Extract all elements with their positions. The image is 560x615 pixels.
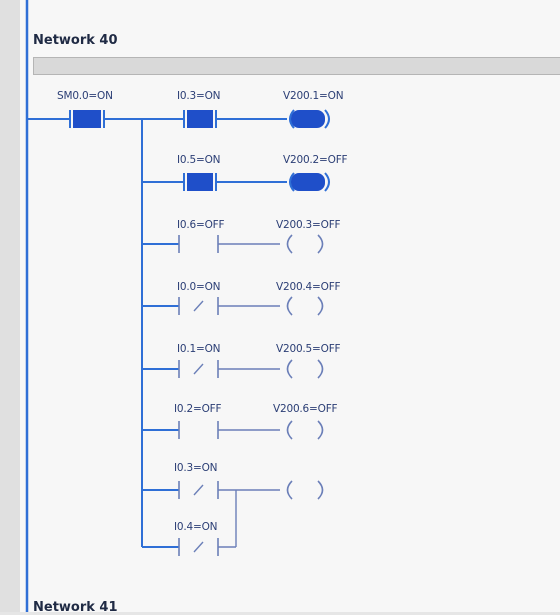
contact-label-i0-2: I0.2=OFF	[174, 403, 221, 415]
contact-i0-3-nc[interactable]: I0.3=ON	[142, 462, 280, 499]
coil-v200-4[interactable]: V200.5=OFF	[276, 343, 341, 379]
contact-label-i0-0: I0.0=ON	[177, 281, 220, 293]
contact-label-i0-6: I0.6=OFF	[177, 219, 224, 231]
editor-gutter	[0, 0, 20, 612]
contact-i0-3[interactable]: I0.3=ON	[142, 90, 287, 128]
coil-v200-5[interactable]: V200.6=OFF	[273, 403, 338, 440]
contact-i0-1[interactable]: I0.1=ON	[142, 343, 280, 378]
editor-canvas	[20, 0, 560, 612]
contact-i0-5[interactable]: I0.5=ON	[142, 154, 287, 191]
coil-label-v200-0: V200.1=ON	[283, 90, 343, 102]
contact-label-i0-1: I0.1=ON	[177, 343, 220, 355]
network-title[interactable]: Network 40	[33, 33, 118, 48]
next-network-title[interactable]: Network 41	[33, 600, 118, 615]
coil-v200-3[interactable]: V200.4=OFF	[276, 281, 341, 316]
coil-label-v200-4: V200.5=OFF	[276, 343, 341, 355]
contact-label-sm0-0: SM0.0=ON	[57, 90, 113, 102]
coil-label-v200-2: V200.3=OFF	[276, 219, 341, 231]
contact-i0-0[interactable]: I0.0=ON	[142, 281, 280, 315]
contact-label-i0-5: I0.5=ON	[177, 154, 220, 166]
contact-label-i0-3: I0.3=ON	[177, 90, 220, 102]
coil-label-v200-3: V200.4=OFF	[276, 281, 341, 293]
network-comment-field[interactable]	[33, 57, 560, 75]
coil-label-v200-5: V200.6=OFF	[273, 403, 338, 415]
coil-label-v200-1: V200.2=OFF	[283, 154, 348, 166]
contact-label-i0-4: I0.4=ON	[174, 521, 217, 533]
coil-v200-0[interactable]: V200.1=ON	[283, 90, 344, 129]
contact-label-i0-3-nc: I0.3=ON	[174, 462, 217, 474]
contact-sm0-0[interactable]: SM0.0=ON	[27, 90, 142, 128]
contact-i0-4[interactable]: I0.4=ON	[142, 490, 237, 556]
contact-i0-6[interactable]: I0.6=OFF	[142, 219, 280, 253]
coil-v200-6[interactable]	[286, 480, 324, 500]
contact-i0-2[interactable]: I0.2=OFF	[142, 403, 280, 439]
coil-v200-2[interactable]: V200.3=OFF	[276, 219, 341, 254]
coil-v200-1[interactable]: V200.2=OFF	[283, 154, 348, 192]
